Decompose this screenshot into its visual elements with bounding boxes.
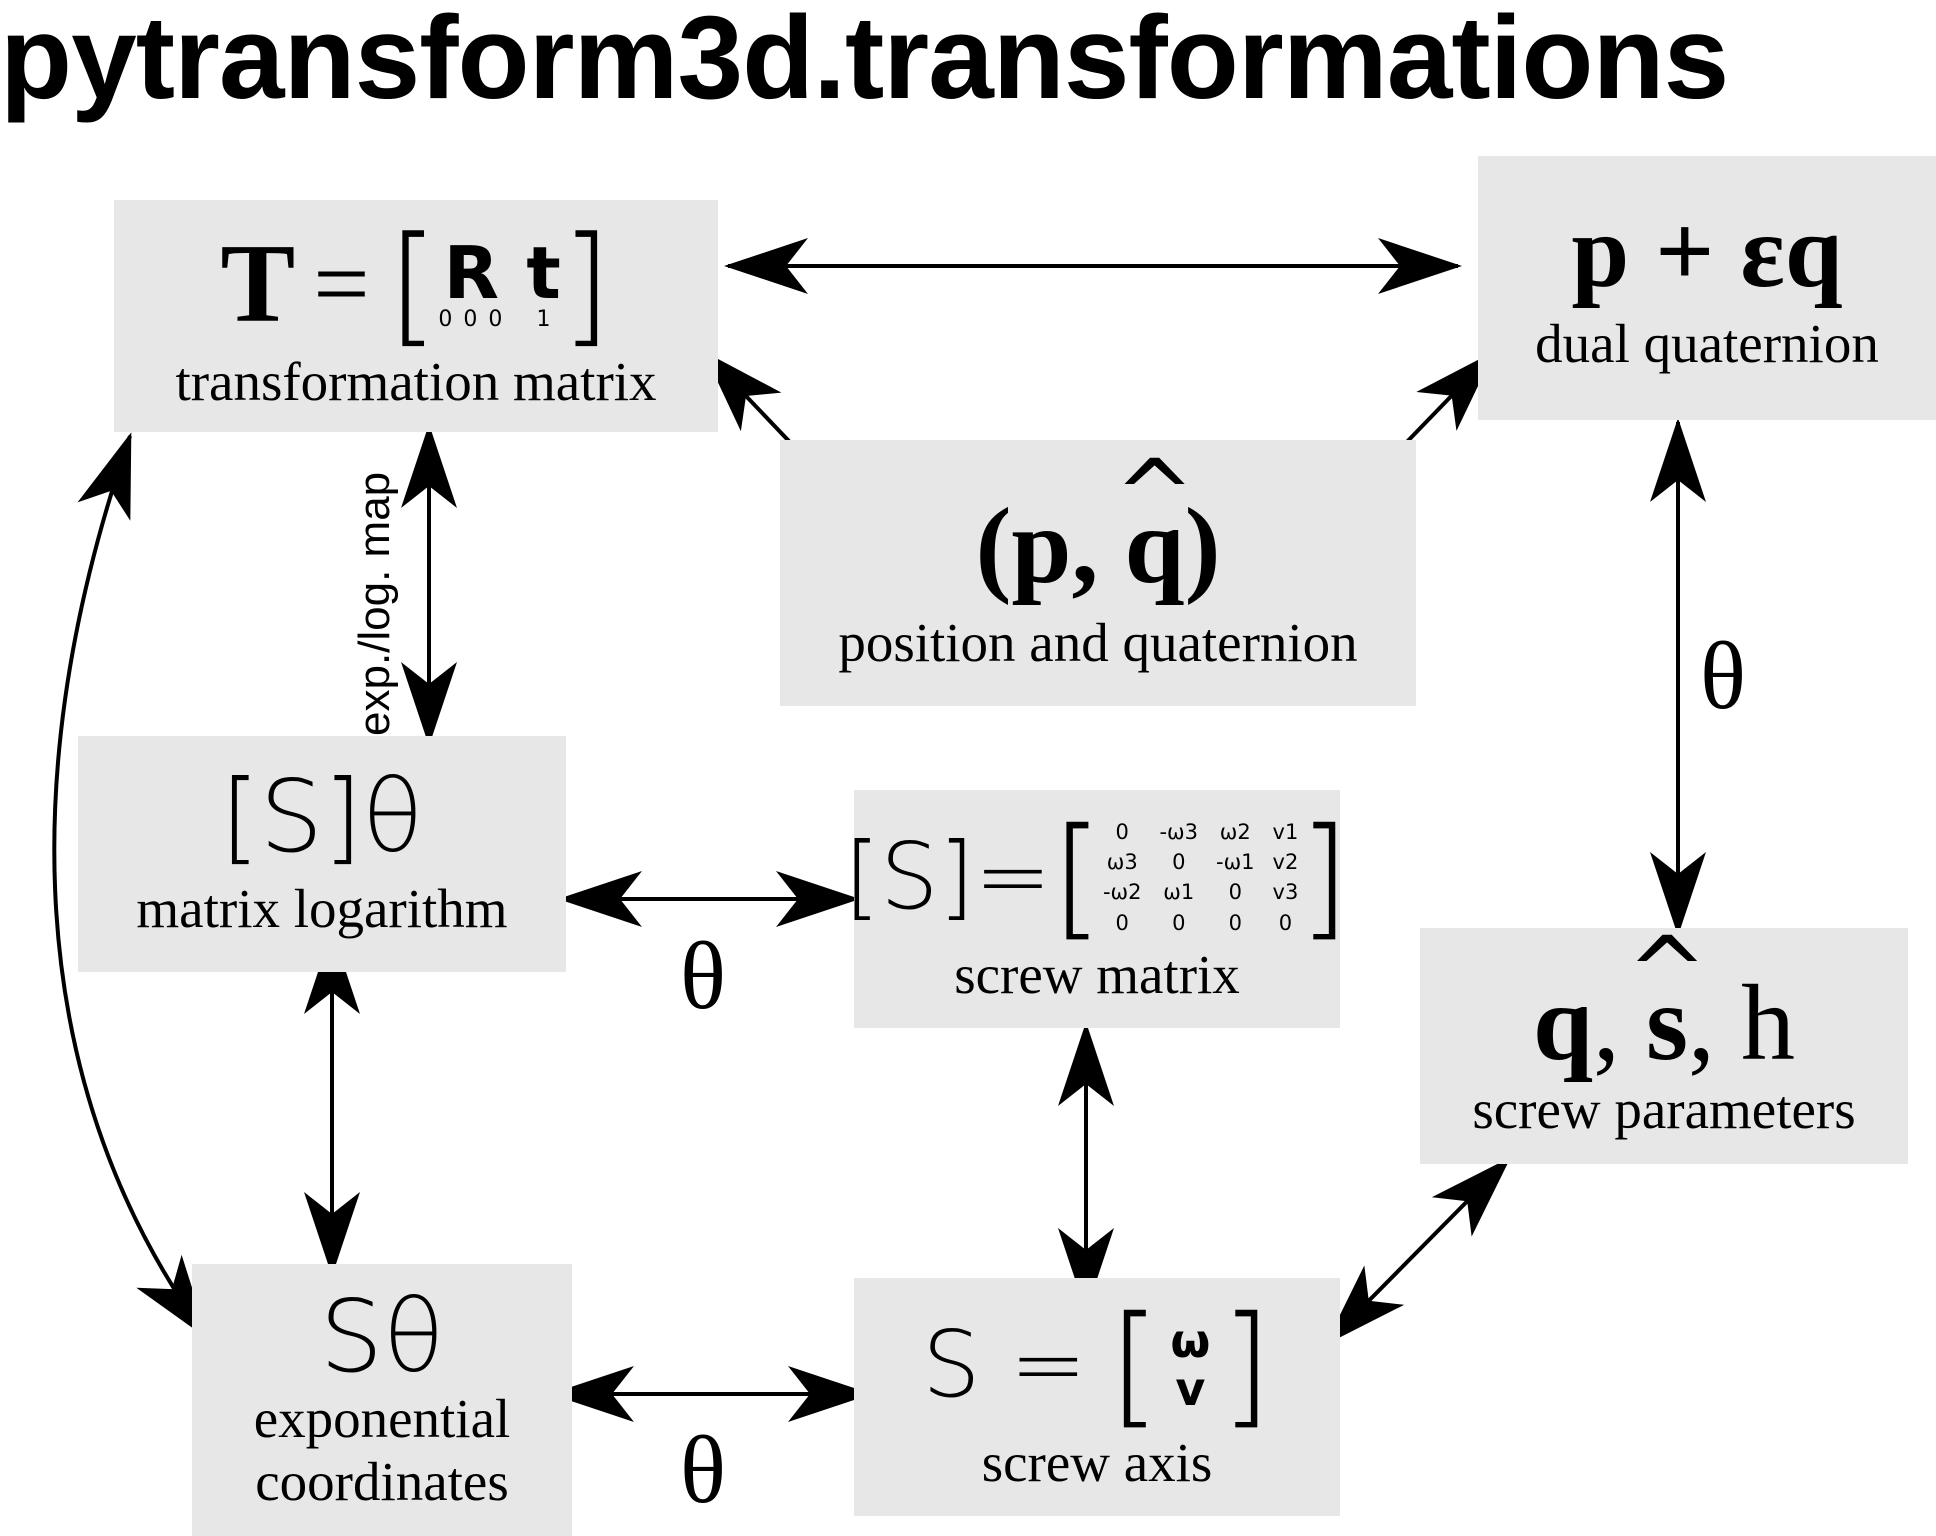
screw-matrix-cell: -ω2 xyxy=(1102,880,1142,905)
screw-matrix-cell: 0 xyxy=(1228,880,1242,905)
bracket-left: [ xyxy=(387,208,439,361)
screw-matrix-cell: 0 xyxy=(1278,910,1293,935)
symbol-q: q xyxy=(1124,487,1185,607)
hat-accent: ^ xyxy=(1626,916,1708,1029)
paren-open: ( xyxy=(975,487,1012,607)
bracket-right: ] xyxy=(1298,800,1350,955)
bracket-right: ] xyxy=(1220,1288,1272,1443)
screw-matrix-cell: ω3 xyxy=(1106,849,1138,874)
vector-v: v xyxy=(1175,1362,1206,1417)
rt-matrix: R t 0 0 0 1 xyxy=(438,237,560,331)
screw-matrix-cell: -ω1 xyxy=(1216,849,1255,874)
exponential-coordinates-formula: Sθ xyxy=(319,1277,445,1395)
symbol-p: p xyxy=(1011,487,1072,607)
screw-matrix-cell: v1 xyxy=(1272,819,1299,844)
edge-label-theta-log-screwmatrix: θ xyxy=(680,922,726,1029)
node-matrix-logarithm: [S]θ matrix logarithm xyxy=(78,736,566,972)
bracket-left: [ xyxy=(1051,800,1103,955)
symbol-T: T xyxy=(220,222,296,347)
edge-label-theta-dual-screw: θ xyxy=(1700,622,1746,729)
paren-close: ) xyxy=(1184,487,1221,607)
screw-axis-vector: ω v xyxy=(1170,1317,1210,1414)
caption-screw-axis: screw axis xyxy=(981,1432,1213,1494)
screw-matrix-cell: 0 xyxy=(1115,819,1129,844)
caption-screw-matrix: screw matrix xyxy=(954,944,1240,1006)
node-screw-matrix: [S]= [ 0 -ω3 ω2 v1 ω3 0 -ω1 v2 -ω2 ω1 0 v3 0 0 0 0 ] sc… xyxy=(844,790,1350,1028)
caption-dual-quaternion: dual quaternion xyxy=(1535,313,1879,375)
screw-matrix-grid: 0 -ω3 ω2 v1 ω3 0 -ω1 v2 -ω2 ω1 0 v3 0 0 0 0 xyxy=(1103,817,1298,939)
caption-position-quaternion: position and quaternion xyxy=(838,612,1358,674)
edge-label-exp-log: exp./log. map xyxy=(350,471,399,736)
caption-exponential-line2: coordinates xyxy=(255,1451,509,1512)
vector-omega: ω xyxy=(1170,1314,1211,1369)
comma: , xyxy=(1071,487,1099,607)
bracket-right: ] xyxy=(560,208,612,361)
matrix-one: 1 xyxy=(536,307,551,333)
matrix-logarithm-formula: [S]θ xyxy=(220,758,424,876)
screw-matrix-cell: 0 xyxy=(1115,910,1129,935)
transformation-matrix-formula: T = [ R t 0 0 0 1 ] xyxy=(221,218,612,350)
screw-matrix-cell: v3 xyxy=(1272,880,1299,905)
symbol-s: s xyxy=(1646,964,1689,1084)
comma: , xyxy=(1688,964,1716,1084)
matrix-t: t xyxy=(526,231,561,316)
screw-matrix-cell: 0 xyxy=(1228,910,1242,935)
arrow-screwparams-screwaxis xyxy=(1325,1157,1511,1345)
diagram-title: pytransform3d.transformations xyxy=(0,0,1729,124)
hat-accent: ^ xyxy=(1114,439,1195,552)
symbol-h: h xyxy=(1741,964,1796,1084)
matrix-zeros: 0 0 0 xyxy=(438,307,505,333)
node-screw-parameters: q , ^ s , h screw parameters xyxy=(1420,924,1908,1164)
screw-axis-formula: S = [ ω v ] xyxy=(922,1299,1272,1431)
node-position-quaternion: ( p , ^ q ) position and quaternion xyxy=(780,440,1416,706)
node-exponential-coordinates: Sθ exponential coordinates xyxy=(192,1264,572,1536)
position-quaternion-formula: ( p , ^ q ) xyxy=(975,447,1221,607)
screw-axis-lhs: S = xyxy=(922,1311,1087,1419)
caption-screw-parameters: screw parameters xyxy=(1472,1079,1856,1141)
dual-quaternion-formula: p + εq xyxy=(1571,194,1843,310)
screw-matrix-cell: ω1 xyxy=(1163,880,1195,905)
q-hat-wrap: ^ q xyxy=(1114,447,1194,601)
node-dual-quaternion: p + εq dual quaternion xyxy=(1478,156,1936,420)
matrix-R: R xyxy=(443,231,500,316)
caption-transformation-matrix: transformation matrix xyxy=(175,351,657,413)
caption-matrix-logarithm: matrix logarithm xyxy=(136,878,508,940)
node-screw-axis: S = [ ω v ] screw axis xyxy=(854,1278,1340,1516)
screw-parameters-formula: q , ^ s , h xyxy=(1532,924,1796,1084)
bracket-left: [ xyxy=(1108,1288,1161,1443)
screw-matrix-cell: 0 xyxy=(1172,910,1186,935)
screw-matrix-cell: ω2 xyxy=(1219,819,1251,844)
screw-matrix-cell: -ω3 xyxy=(1159,819,1199,844)
caption-exponential-line1: exponential xyxy=(253,1387,511,1449)
screw-matrix-cell: v2 xyxy=(1272,849,1299,874)
arrow-matrix-expcoords xyxy=(52,432,209,1340)
screw-matrix-lhs: [S]= xyxy=(844,823,1052,931)
equals-sign: = xyxy=(313,228,370,340)
s-hat-wrap: ^ s xyxy=(1627,924,1707,1078)
screw-matrix-cell: 0 xyxy=(1172,849,1186,874)
symbol-q: q xyxy=(1532,964,1594,1084)
node-transformation-matrix: T = [ R t 0 0 0 1 ] transformation matri… xyxy=(114,200,718,432)
comma: , xyxy=(1593,964,1621,1084)
edge-label-theta-exp-screwaxis: θ xyxy=(680,1416,726,1523)
